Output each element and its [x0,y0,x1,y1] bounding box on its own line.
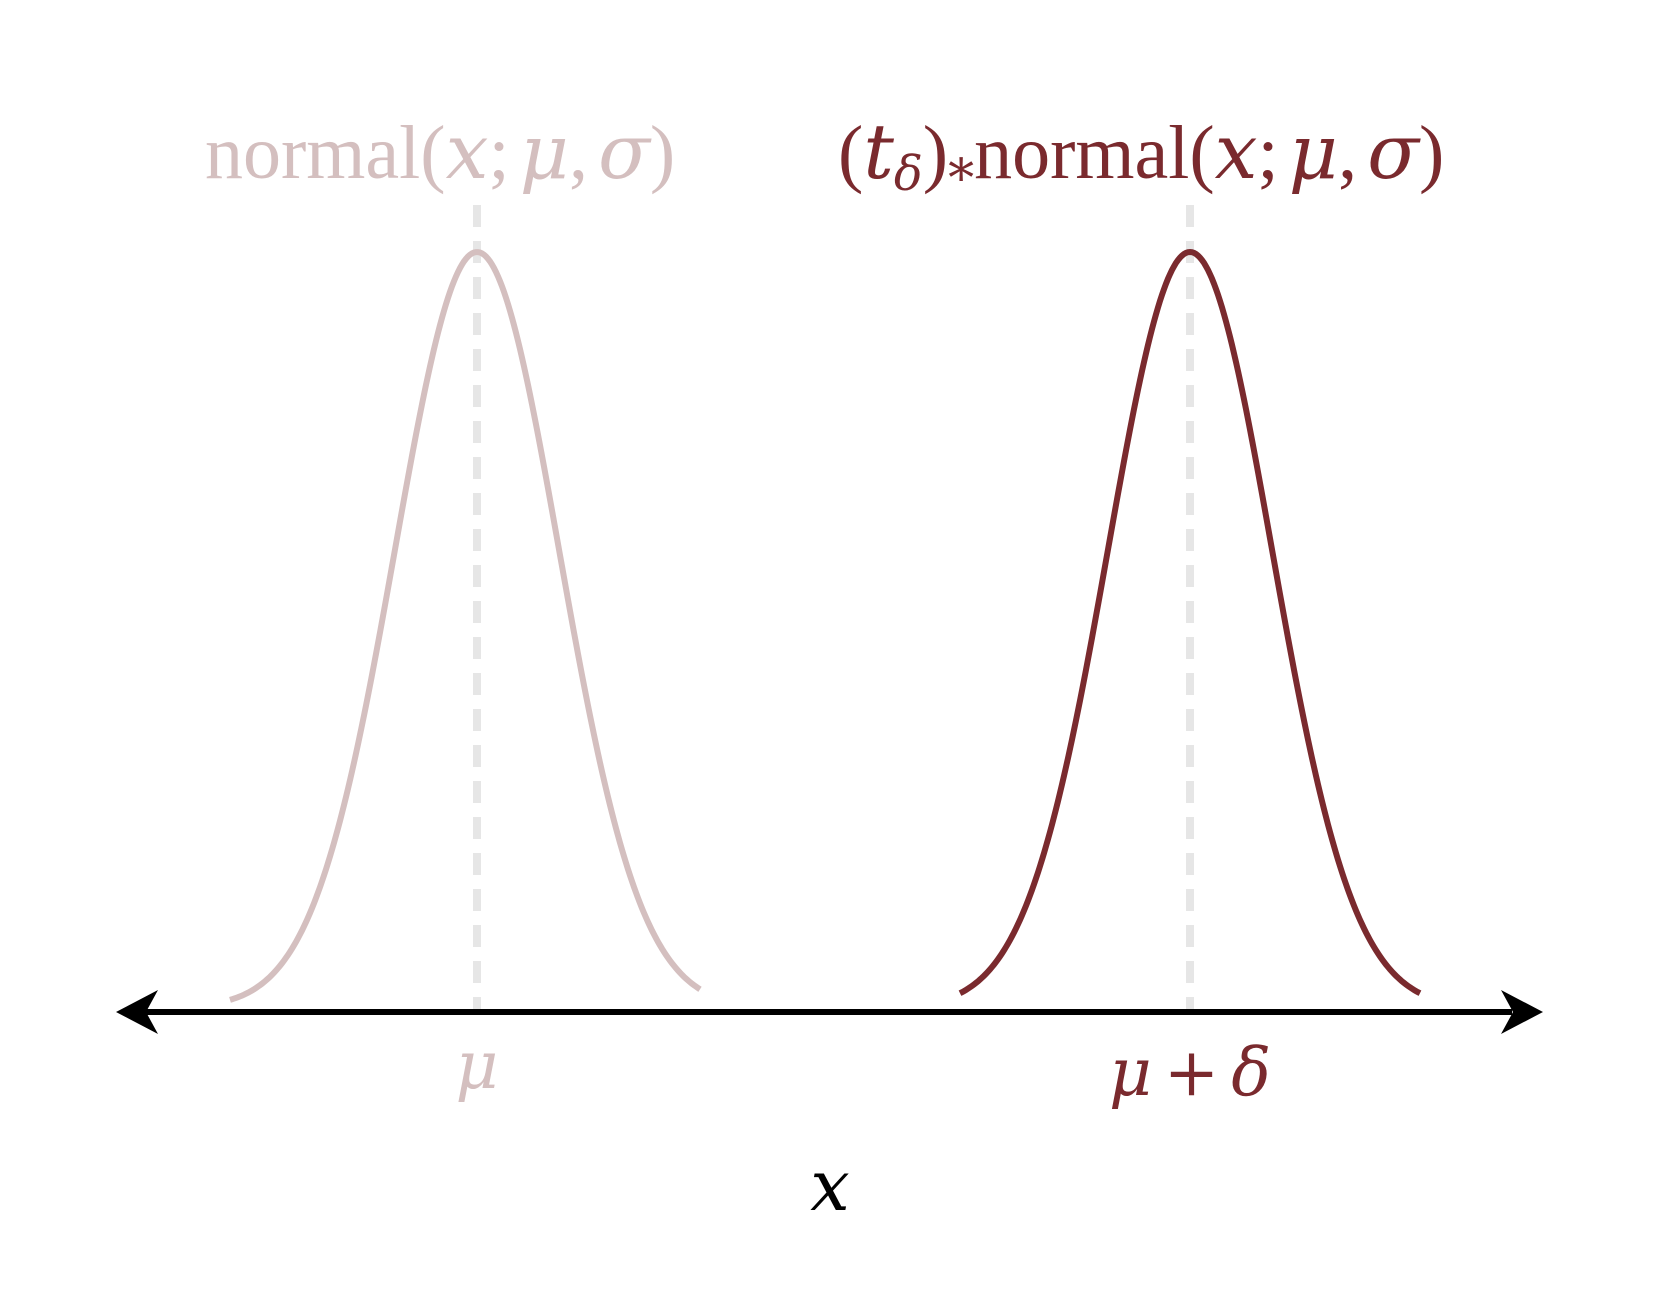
normal-curve [229,249,702,1003]
x-axis-label: x [810,1145,849,1227]
axis-left-arrowhead [116,990,158,1034]
mean-tick-label: μ [456,1027,499,1104]
shifted-mean-tick-label: μ+δ [1109,1034,1271,1111]
shifted-curve-label: (tδ)*normal(x;μ,σ) [838,107,1444,209]
original-curve-label: normal(x;μ,σ) [205,107,675,196]
shifted-normal-curve [958,248,1422,996]
axis-right-arrowhead [1501,990,1543,1034]
